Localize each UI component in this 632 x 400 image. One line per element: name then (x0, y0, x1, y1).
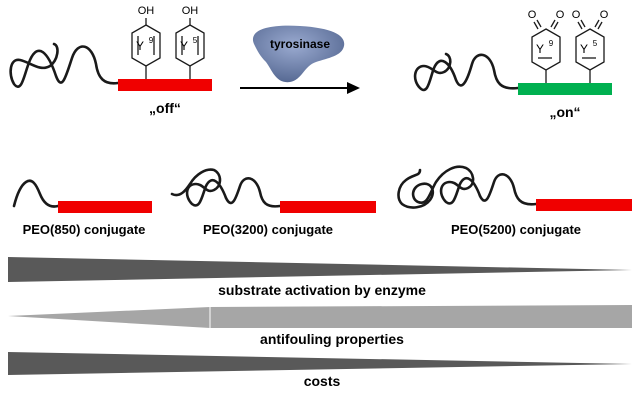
oxygen-label: O (600, 9, 609, 21)
reaction-arrowhead (347, 82, 360, 94)
tyrosine-group-y5: OH Y 5 (175, 5, 205, 79)
phenol-ring (131, 24, 161, 67)
carbonyl-bond (536, 19, 542, 28)
tyrosine-group-y9: OH Y 9 (131, 5, 161, 79)
quinone-ring (575, 28, 605, 71)
peptide-block (536, 199, 632, 211)
carbonyl-bond (580, 19, 586, 28)
conjugate-label: PEO(5200) conjugate (451, 222, 581, 237)
quinone-group-y9: O O Y 9 (528, 9, 565, 83)
conjugate-label: PEO(850) conjugate (23, 222, 146, 237)
quinone-ring (531, 28, 561, 71)
conjugate-peo850: PEO(850) conjugate (12, 179, 152, 237)
trend-label: substrate activation by enzyme (218, 282, 426, 298)
enzyme-reaction: tyrosinase (240, 25, 360, 94)
trend-label: costs (304, 373, 341, 389)
oxygen-label: O (528, 9, 537, 21)
residue-number: 5 (593, 39, 598, 48)
quinone-group-y5: O O Y 5 (572, 9, 609, 83)
carbonyl-bond (597, 21, 603, 30)
residue-label: Y (180, 39, 188, 53)
residue-number: 9 (149, 36, 154, 45)
peo-chain-off (9, 42, 120, 88)
conjugate-peo5200: PEO(5200) conjugate (397, 165, 632, 237)
off-state-label: „off“ (149, 100, 181, 116)
residue-label: Y (136, 39, 144, 53)
hydroxyl-label: OH (182, 5, 199, 17)
trend-costs: costs (8, 352, 632, 389)
peo-chain-long (397, 165, 538, 209)
trend-substrate-activation: substrate activation by enzyme (8, 257, 632, 298)
peo-chain-on (413, 52, 520, 92)
tyrosinase-blob (252, 25, 345, 83)
peptide-block-on (518, 83, 612, 95)
carbonyl-bond (533, 21, 539, 30)
carbonyl-bond (553, 21, 559, 30)
hydroxyl-label: OH (138, 5, 155, 17)
conjugate-label: PEO(3200) conjugate (203, 222, 333, 237)
off-state: OH Y 9 OH Y 5 „off“ (9, 5, 212, 116)
residue-label: Y (580, 42, 588, 56)
on-state: O O Y 9 O O Y 5 „on“ (413, 9, 612, 120)
trend-wedge-decreasing (8, 352, 632, 375)
carbonyl-bond (550, 19, 556, 28)
oxygen-label: O (572, 9, 581, 21)
conjugate-peo3200: PEO(3200) conjugate (170, 168, 376, 237)
carbonyl-bond (577, 21, 583, 30)
peo-chain-medium (170, 168, 282, 208)
trend-antifouling: antifouling properties (8, 305, 632, 347)
oxygen-label: O (556, 9, 565, 21)
trend-label: antifouling properties (260, 331, 404, 347)
peptide-block (280, 201, 376, 213)
enzyme-label: tyrosinase (270, 37, 330, 51)
peptide-block (58, 201, 152, 213)
peptide-block-off (118, 79, 212, 91)
carbonyl-bond (594, 19, 600, 28)
residue-number: 5 (193, 36, 198, 45)
trend-wedge-increasing (8, 305, 632, 328)
residue-label: Y (536, 42, 544, 56)
phenol-ring (175, 24, 205, 67)
on-state-label: „on“ (549, 104, 580, 120)
peo-chain-short (12, 179, 60, 208)
residue-number: 9 (549, 39, 554, 48)
trend-wedge-decreasing (8, 257, 632, 282)
